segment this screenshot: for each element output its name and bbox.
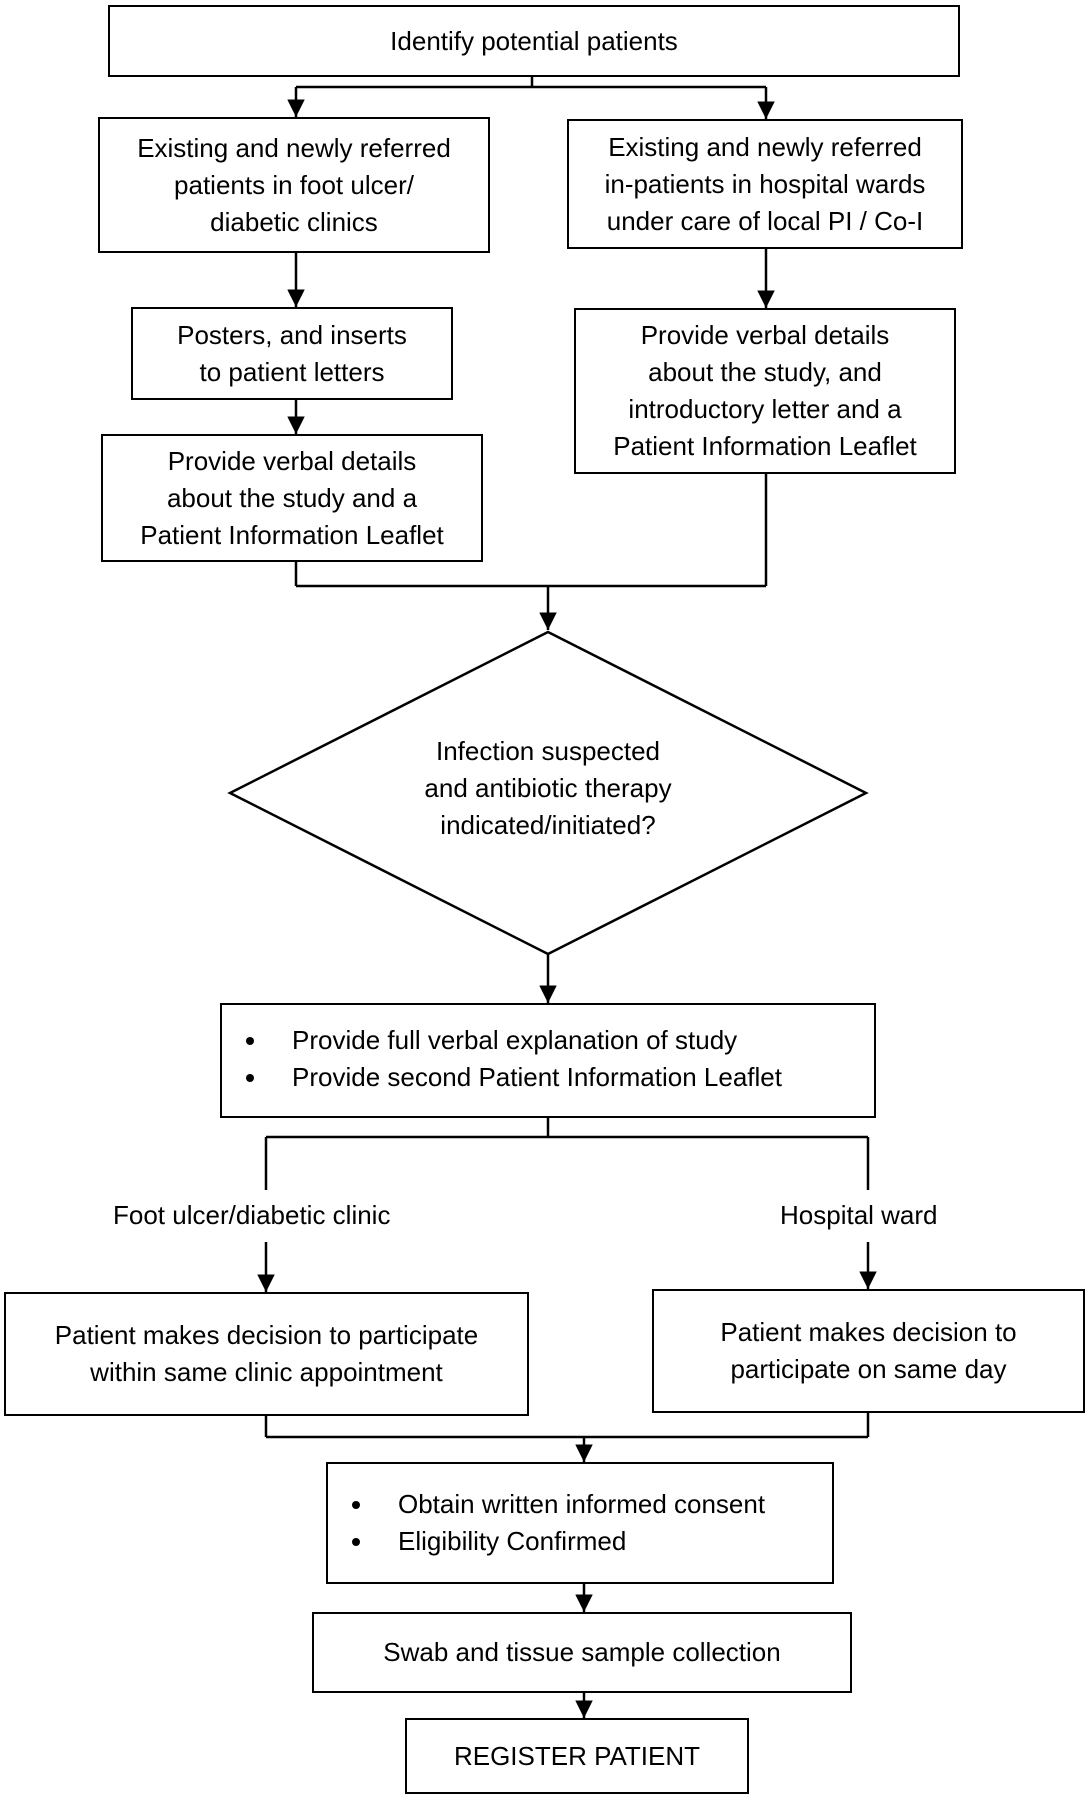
posters-box: Posters, and inserts to patient letters [131, 307, 453, 400]
explanation-item: Provide full verbal explanation of study [222, 1022, 874, 1059]
explanation-item-text: Provide second Patient Information Leafl… [292, 1062, 782, 1092]
clinic-verbal-line-1: Provide verbal details [167, 445, 417, 476]
consent-item-text: Eligibility Confirmed [398, 1526, 627, 1556]
consent-box: Obtain written informed consent Eligibil… [326, 1462, 834, 1584]
branch-label-clinic: Foot ulcer/diabetic clinic [113, 1200, 391, 1230]
ward-verbal-line-4: Patient Information Leaflet [613, 431, 917, 461]
consent-item: Eligibility Confirmed [328, 1523, 832, 1560]
ward-decision-line-2: participate on same day [730, 1354, 1007, 1384]
ward-patients-box: Existing and newly referred in-patients … [567, 119, 963, 249]
ward-verbal-line-2: about the study, and [648, 357, 882, 387]
ward-decision-box: Patient makes decision to participate on… [652, 1289, 1085, 1413]
consent-list: Obtain written informed consent Eligibil… [328, 1486, 832, 1560]
sample-collection-box: Swab and tissue sample collection [312, 1612, 852, 1693]
identify-patients-box: Identify potential patients [108, 5, 960, 77]
bullet-icon [246, 1037, 254, 1045]
consent-item-text: Obtain written informed consent [398, 1489, 766, 1519]
explanation-list: Provide full verbal explanation of study… [222, 1022, 874, 1096]
explanation-item-text: Provide full verbal explanation of study [292, 1025, 738, 1055]
branch-label-ward: Hospital ward [780, 1200, 938, 1230]
ward-patients-line-3: under care of local PI / Co-I [606, 205, 924, 236]
bullet-icon [352, 1501, 360, 1509]
bullet-icon [352, 1538, 360, 1546]
clinic-patients-line-3: diabetic clinics [210, 206, 378, 237]
clinic-patients-line-2: patients in foot ulcer/ [174, 169, 414, 200]
posters-line-2: to patient letters [199, 356, 385, 387]
posters-line-1: Posters, and inserts [177, 319, 407, 350]
register-patient-box: REGISTER PATIENT [405, 1718, 749, 1794]
decision-line-2: and antibiotic therapy [424, 773, 672, 803]
identify-patients-text: Identify potential patients [390, 25, 678, 56]
clinic-verbal-details-box: Provide verbal details about the study a… [101, 434, 483, 562]
ward-patients-line-1: Existing and newly referred [608, 131, 922, 162]
sample-collection-text: Swab and tissue sample collection [383, 1637, 781, 1667]
clinic-verbal-line-3: Patient Information Leaflet [140, 519, 444, 550]
decision-diamond [227, 630, 869, 956]
clinic-patients-box: Existing and newly referred patients in … [98, 117, 490, 253]
decision-line-1: Infection suspected [435, 736, 661, 766]
ward-patients-line-2: in-patients in hospital wards [604, 168, 926, 199]
clinic-decision-line-2: within same clinic appointment [90, 1357, 443, 1387]
consent-item: Obtain written informed consent [328, 1486, 832, 1523]
clinic-decision-box: Patient makes decision to participate wi… [4, 1292, 529, 1416]
decision-text: Infection suspected and antibiotic thera… [330, 733, 766, 844]
ward-verbal-details-box: Provide verbal details about the study, … [574, 308, 956, 474]
explanation-item: Provide second Patient Information Leafl… [222, 1059, 874, 1096]
clinic-decision-line-1: Patient makes decision to participate [54, 1320, 479, 1350]
bullet-icon [246, 1074, 254, 1082]
decision-line-3: indicated/initiated? [440, 810, 656, 840]
ward-decision-line-1: Patient makes decision to [720, 1317, 1017, 1347]
register-patient-text: REGISTER PATIENT [453, 1740, 701, 1771]
clinic-patients-line-1: Existing and newly referred [137, 132, 451, 163]
ward-verbal-line-3: introductory letter and a [628, 394, 902, 424]
explanation-box: Provide full verbal explanation of study… [220, 1003, 876, 1118]
clinic-verbal-line-2: about the study and a [166, 482, 418, 513]
ward-verbal-line-1: Provide verbal details [640, 320, 890, 350]
